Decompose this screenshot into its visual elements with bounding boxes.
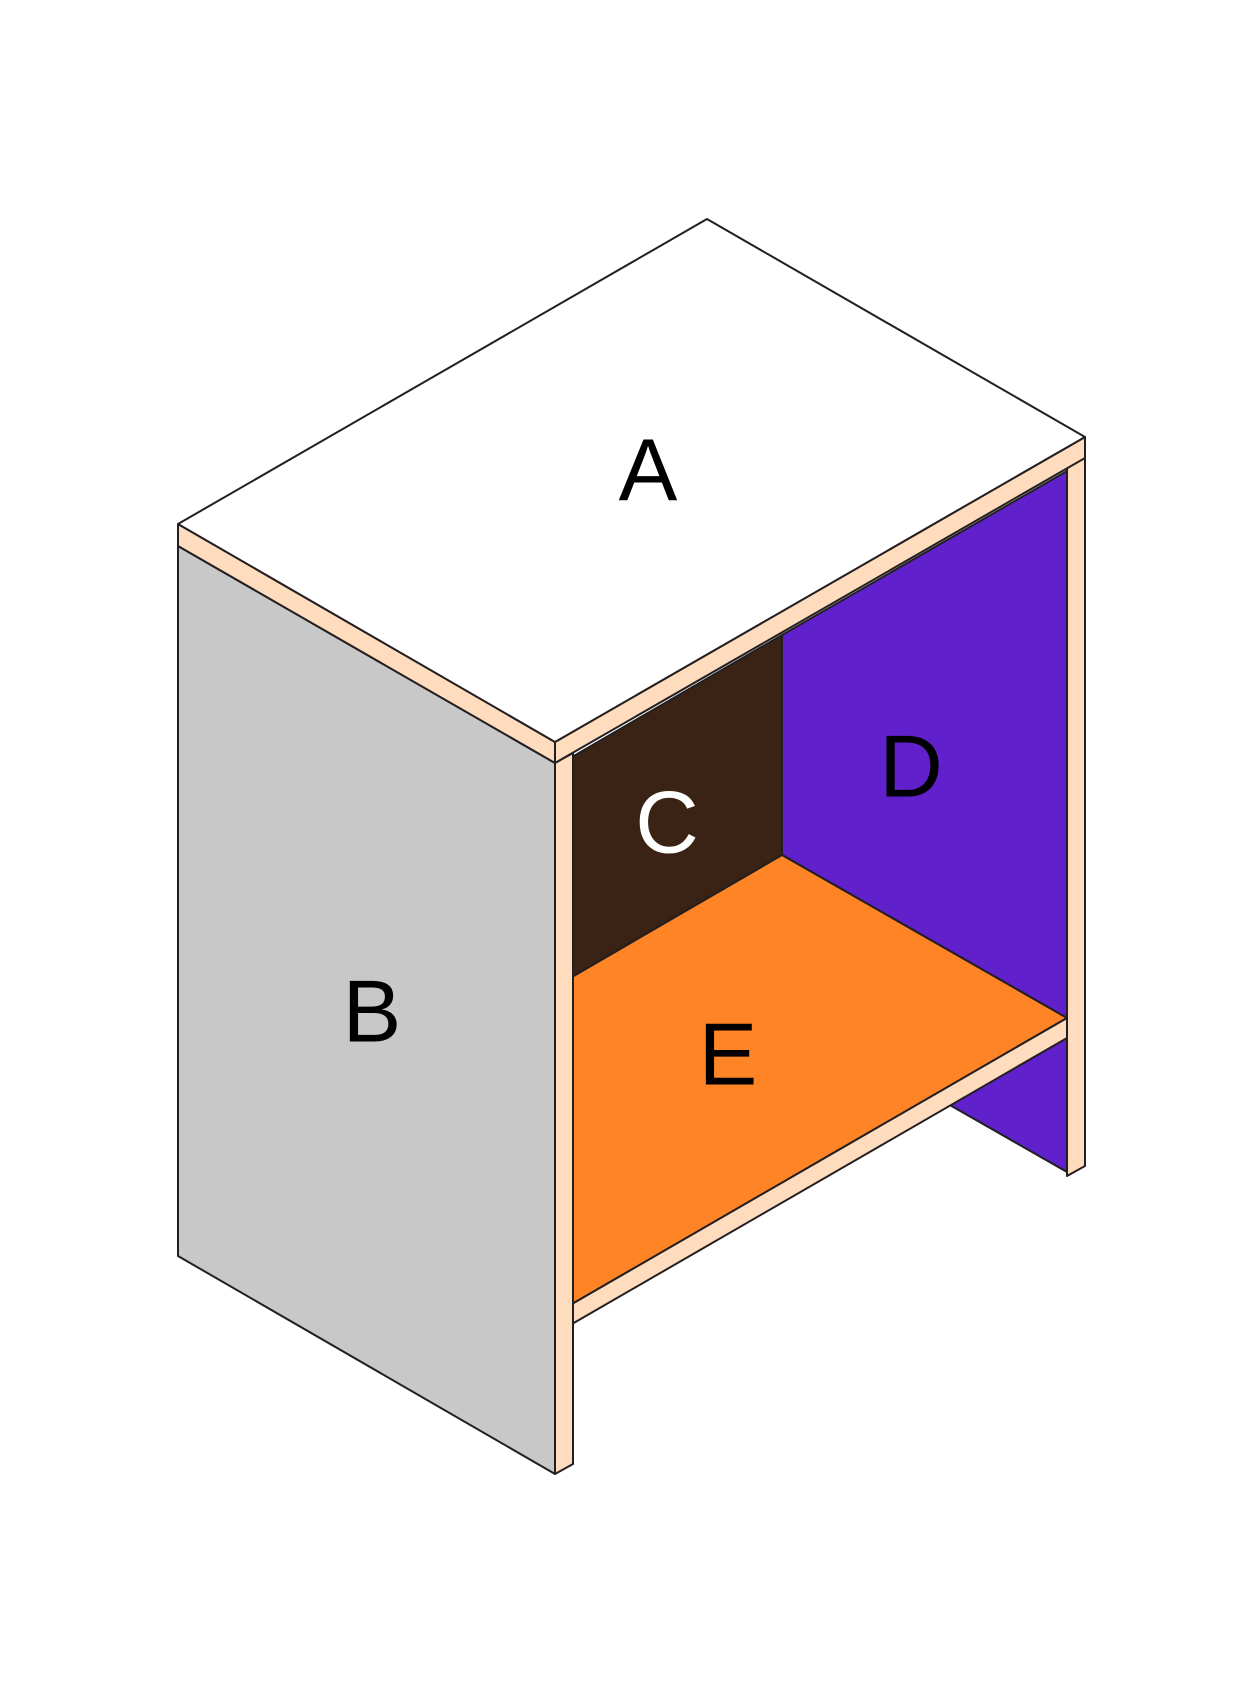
label-c: C <box>635 773 699 872</box>
label-e: E <box>699 1005 758 1104</box>
label-b: B <box>343 962 402 1061</box>
right-panel-edge-band <box>1066 449 1086 1177</box>
panel-a-top <box>177 218 1086 743</box>
label-d: D <box>879 717 943 816</box>
left-panel-edge-band <box>554 752 574 1475</box>
label-a: A <box>619 421 678 520</box>
